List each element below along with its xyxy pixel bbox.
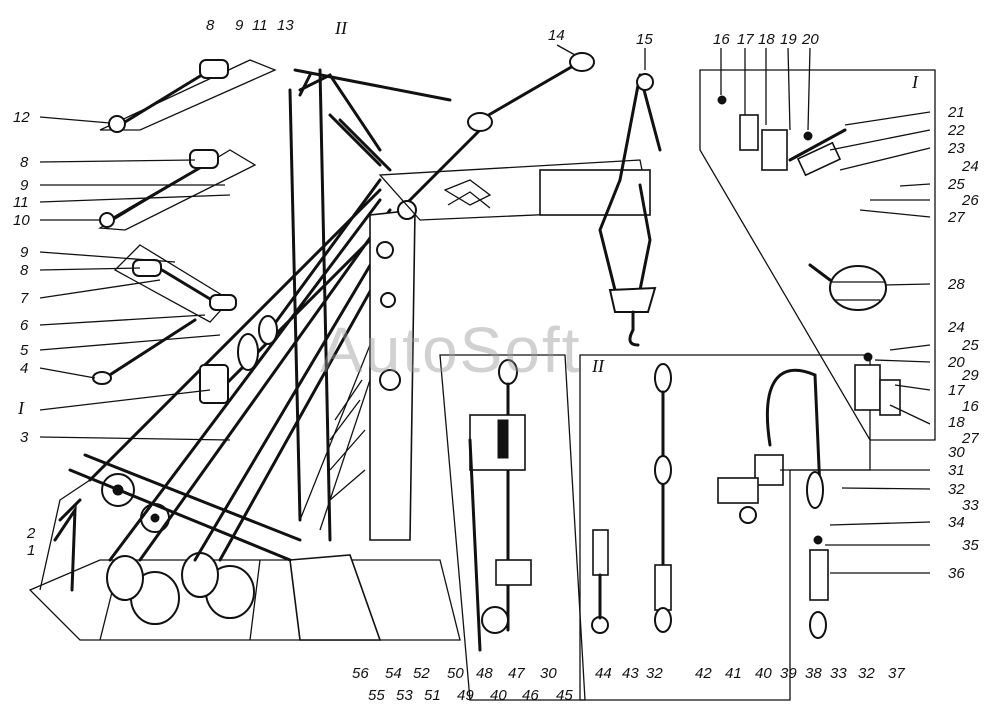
callout-32: 32 (646, 665, 663, 682)
hook-block (598, 73, 662, 347)
callout-8: 8 (20, 154, 29, 171)
callout-27: 27 (947, 209, 965, 226)
callout-52: 52 (413, 665, 430, 682)
callout-46: 46 (522, 687, 539, 704)
jib-boom (293, 68, 651, 221)
callout-40: 40 (755, 665, 772, 682)
callout-17: 17 (737, 31, 754, 48)
callout-55: 55 (368, 687, 385, 704)
callout-8: 8 (206, 17, 215, 34)
callout-11: 11 (13, 194, 29, 211)
callout-36: 36 (948, 565, 965, 582)
callout-50: 50 (447, 665, 464, 682)
callout-16: 16 (962, 398, 979, 415)
bottom-callouts: 56 55 54 53 52 51 50 49 48 40 47 46 30 4… (352, 665, 905, 704)
callout-48: 48 (476, 665, 493, 682)
callout-35: 35 (962, 537, 979, 554)
callout-20: 20 (801, 31, 819, 48)
callout-1: 1 (27, 542, 35, 559)
right-callouts: 21 22 23 24 25 26 27 28 24 25 20 29 17 1… (780, 104, 979, 582)
callout-6: 6 (20, 317, 29, 334)
callout-41: 41 (725, 665, 742, 682)
callout-33: 33 (962, 497, 979, 514)
callout-30: 30 (948, 444, 965, 461)
callout-9: 9 (20, 244, 29, 261)
callout-51: 51 (424, 687, 441, 704)
callout-49: 49 (457, 687, 474, 704)
winch-drums (53, 453, 302, 625)
left-callouts (39, 116, 231, 441)
section-label: II (591, 356, 605, 376)
watermark-text: AutoSoft (320, 314, 582, 386)
lattice-mast (288, 68, 417, 542)
callout-53: 53 (396, 687, 413, 704)
callout-30: 30 (540, 665, 557, 682)
callout-28: 28 (947, 276, 965, 293)
callout-3: 3 (20, 429, 29, 446)
section-label: II (334, 18, 348, 38)
callout-25: 25 (961, 337, 979, 354)
callout-14: 14 (548, 27, 565, 44)
section-label: I (911, 72, 919, 92)
callout-37: 37 (888, 665, 905, 682)
rope-thimble-assembly (717, 368, 829, 639)
callout-47: 47 (508, 665, 525, 682)
top-callouts: 14 15 16 17 18 19 20 (548, 27, 819, 131)
callout-26: 26 (961, 192, 979, 209)
callout-45: 45 (556, 687, 573, 704)
callout-44: 44 (595, 665, 612, 682)
callout-34: 34 (948, 514, 965, 531)
left-callout-numbers: 8 9 11 13 12 8 9 11 10 9 8 7 6 5 4 3 2 1 (13, 17, 294, 559)
section-label: I (17, 398, 25, 418)
callout-7: 7 (20, 290, 29, 307)
callout-4: 4 (20, 360, 28, 377)
callout-19: 19 (780, 31, 797, 48)
callout-5: 5 (20, 342, 29, 359)
callout-40: 40 (490, 687, 507, 704)
callout-11: 11 (252, 17, 268, 34)
callout-25: 25 (947, 176, 965, 193)
detail-panel-I (699, 69, 936, 441)
callout-13: 13 (277, 17, 294, 34)
pendant-rod-14 (467, 52, 595, 132)
callout-17: 17 (948, 382, 965, 399)
callout-39: 39 (780, 665, 797, 682)
callout-21: 21 (947, 104, 965, 121)
callout-29: 29 (961, 367, 979, 384)
callout-33: 33 (830, 665, 847, 682)
callout-22: 22 (947, 122, 965, 139)
rope-with-turnbuckle (579, 354, 871, 701)
callout-43: 43 (622, 665, 639, 682)
callout-9: 9 (235, 17, 244, 34)
callout-12: 12 (13, 109, 30, 126)
callout-38: 38 (805, 665, 822, 682)
callout-10: 10 (13, 212, 30, 229)
callout-15: 15 (636, 31, 653, 48)
callout-16: 16 (713, 31, 730, 48)
callout-18: 18 (948, 414, 965, 431)
callout-42: 42 (695, 665, 712, 682)
callout-31: 31 (948, 462, 965, 479)
callout-56: 56 (352, 665, 369, 682)
callout-27: 27 (961, 430, 979, 447)
callout-24: 24 (947, 319, 965, 336)
callout-32: 32 (948, 481, 965, 498)
callout-20: 20 (947, 354, 965, 371)
callout-2: 2 (26, 525, 36, 542)
callout-23: 23 (947, 140, 965, 157)
callout-32: 32 (858, 665, 875, 682)
callout-54: 54 (385, 665, 402, 682)
cable-assembly-II (439, 354, 586, 701)
callout-18: 18 (758, 31, 775, 48)
callout-9: 9 (20, 177, 29, 194)
callout-8: 8 (20, 262, 29, 279)
callout-24: 24 (961, 158, 979, 175)
